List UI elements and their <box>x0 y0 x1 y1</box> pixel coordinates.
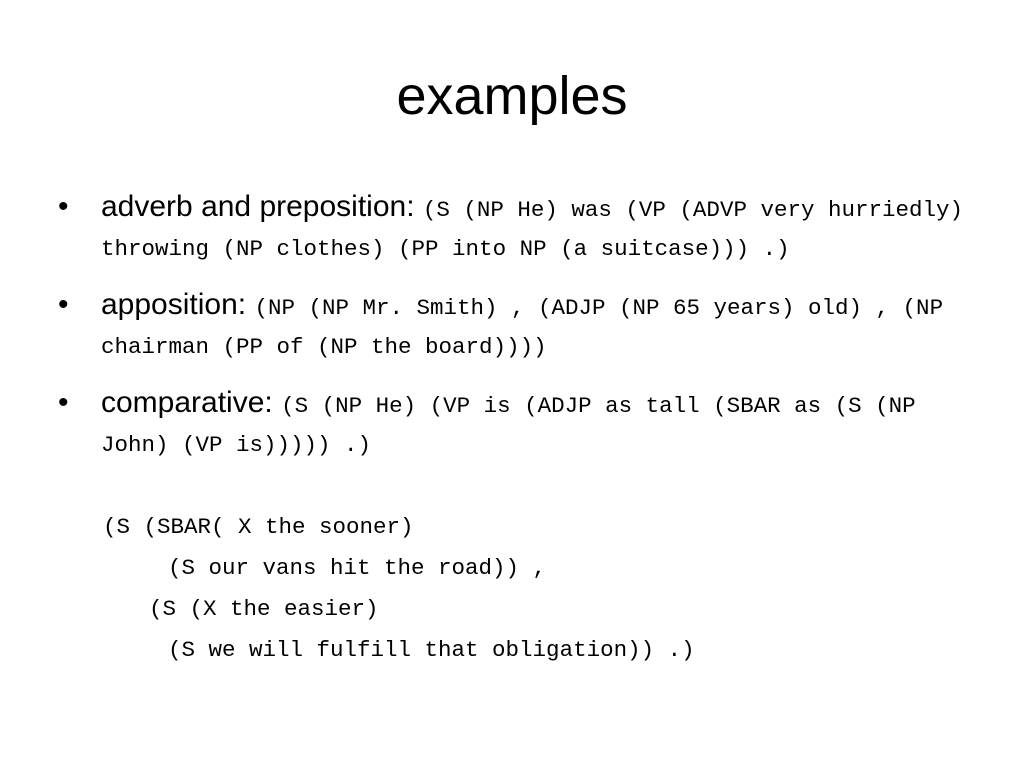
bullet-item-adverb-preposition: • adverb and preposition: (S (NP He) was… <box>58 190 978 272</box>
bullet-point-icon: • <box>58 190 69 223</box>
parse-tree-line: (S we will fulfill that obligation)) .) <box>168 637 695 663</box>
bullet-item-apposition: • apposition: (NP (NP Mr. Smith) , (ADJP… <box>58 288 978 370</box>
bullet-text: apposition: (NP (NP Mr. Smith) , (ADJP (… <box>101 288 978 370</box>
parse-tree-line: (S our vans hit the road)) , <box>168 555 547 581</box>
bullet-label: apposition: <box>101 288 255 321</box>
bullet-text: adverb and preposition: (S (NP He) was (… <box>101 190 978 272</box>
bullet-code: (S (NP He) was (VP (ADVP very hurriedly)… <box>101 197 963 262</box>
bullet-point-icon: • <box>58 288 69 321</box>
parse-tree-example: (S (SBAR( X the sooner) (S our vans hit … <box>103 507 695 671</box>
bullet-code: (NP (NP Mr. Smith) , (ADJP (NP 65 years)… <box>101 295 944 360</box>
bullet-label: adverb and preposition: <box>101 190 423 223</box>
bullet-item-comparative: • comparative: (S (NP He) (VP is (ADJP a… <box>58 386 978 468</box>
bullet-text: comparative: (S (NP He) (VP is (ADJP as … <box>101 386 978 468</box>
bullet-code: (S (NP He) (VP is (ADJP as tall (SBAR as… <box>101 393 916 458</box>
slide-title: examples <box>396 66 628 126</box>
bullet-point-icon: • <box>58 386 69 419</box>
parse-tree-line: (S (SBAR( X the sooner) <box>103 514 414 540</box>
bullet-label: comparative: <box>101 386 282 419</box>
parse-tree-line: (S (X the easier) <box>149 596 379 622</box>
bullet-list: • adverb and preposition: (S (NP He) was… <box>58 190 978 484</box>
